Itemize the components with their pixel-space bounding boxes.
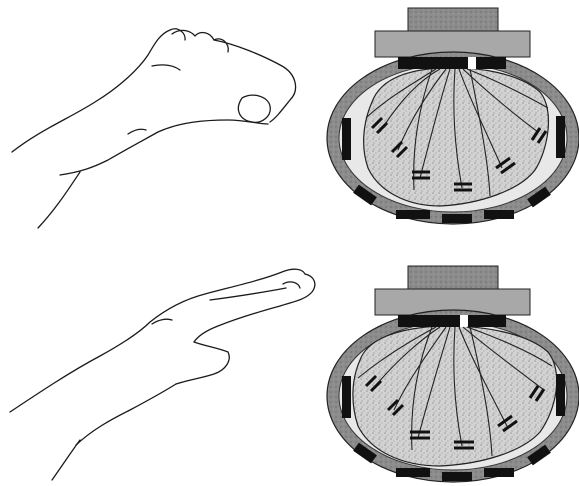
electrode-right — [556, 116, 565, 158]
electrode-bottom-1 — [353, 184, 377, 206]
panel-1 — [11, 7, 579, 229]
sensor-cross-section-compressed — [326, 265, 579, 483]
electrode-bottom-2 — [396, 210, 430, 219]
electrode-bottom-5 — [527, 186, 551, 208]
electrode-left — [342, 118, 351, 160]
connector-block-top — [407, 265, 499, 292]
wire-bundle — [365, 68, 549, 197]
connector-block-top — [407, 7, 499, 34]
electrode-bottom-4 — [484, 468, 514, 477]
electrode-bottom-3 — [442, 214, 472, 223]
electrode-top-right — [468, 315, 506, 327]
electrode-right — [556, 374, 565, 416]
electrode-bottom-5 — [527, 444, 551, 466]
electrode-top-left — [398, 315, 460, 327]
sensor-cross-section-relaxed — [326, 7, 579, 225]
electrode-top-left — [398, 57, 468, 69]
electrode-top-gap — [460, 315, 468, 327]
panel-2 — [9, 265, 579, 483]
electrode-top-right — [476, 57, 506, 69]
electrode-top-gap — [468, 57, 476, 69]
electrode-bottom-3 — [442, 472, 472, 481]
hand-fist-illustration — [11, 28, 297, 229]
hand-flat-illustration — [9, 268, 316, 481]
electrode-bottom-1 — [353, 442, 377, 464]
electrode-left — [342, 376, 351, 418]
electrode-bottom-2 — [396, 468, 430, 477]
capacitor-marks — [364, 374, 546, 450]
capacitor-marks — [370, 116, 548, 192]
electrode-bottom-4 — [484, 210, 514, 219]
